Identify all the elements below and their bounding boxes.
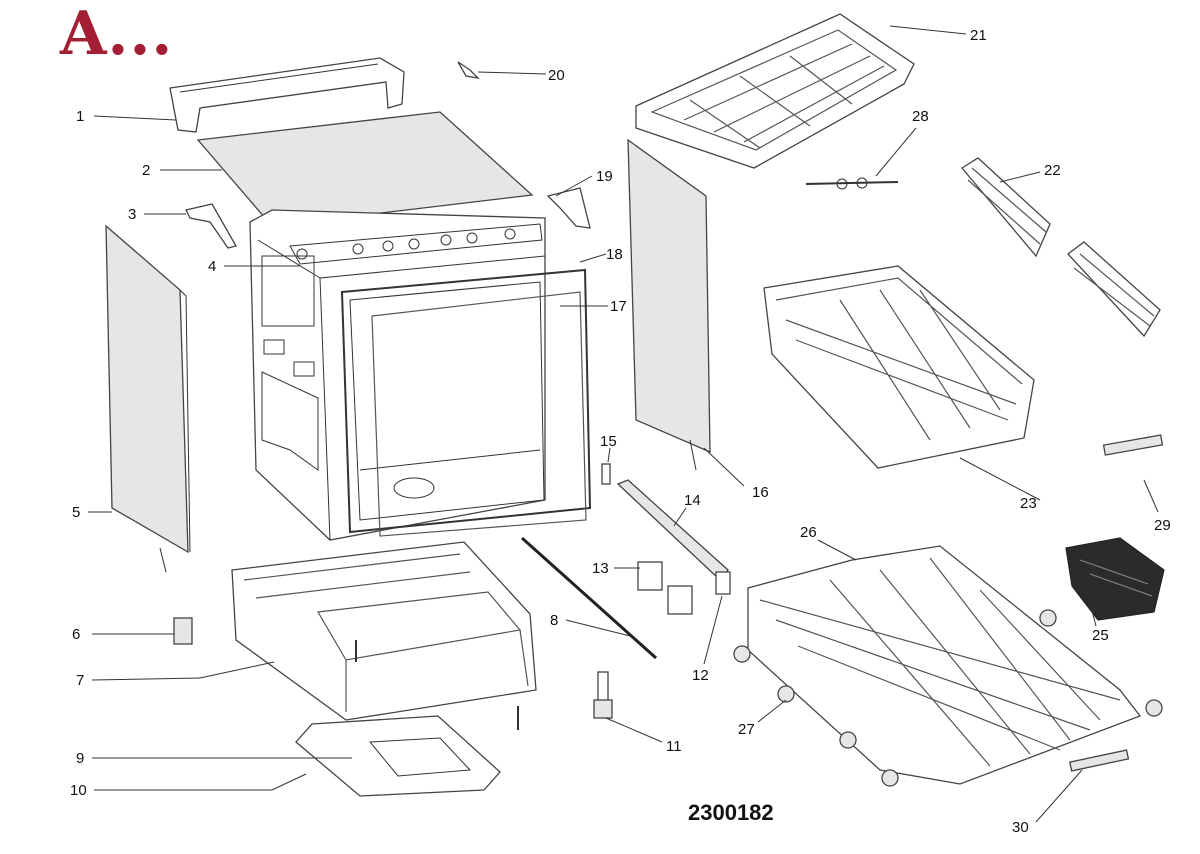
part-29-rail-strip [1102, 434, 1164, 456]
part-25-cutlery-basket [1065, 537, 1165, 621]
label-10: 10 [70, 782, 87, 799]
part-3-bracket [185, 203, 237, 249]
label-27: 27 [738, 721, 755, 738]
label-28: 28 [912, 108, 929, 125]
part-10-bottom-cover [295, 715, 501, 797]
label-22: 22 [1044, 162, 1061, 179]
label-29: 29 [1154, 517, 1171, 534]
part-13-hinge-plates [637, 561, 693, 615]
part-16-right-side-panel [627, 138, 711, 471]
label-9: 9 [76, 750, 84, 767]
part-5-left-side-panel [105, 224, 191, 573]
label-5: 5 [72, 504, 80, 521]
label-13: 13 [592, 560, 609, 577]
part-12-hinge-pin [715, 571, 731, 595]
diagram-code: 2300182 [688, 800, 774, 825]
label-14: 14 [684, 492, 701, 509]
part-14-hinge-arm [616, 479, 729, 581]
part-11-adjustable-foot [593, 671, 613, 719]
label-16: 16 [752, 484, 769, 501]
label-25: 25 [1092, 627, 1109, 644]
part-18-door-gasket [340, 268, 592, 534]
label-4: 4 [208, 258, 216, 275]
label-30: 30 [1012, 819, 1029, 836]
part-1-top-handle [169, 57, 405, 133]
label-3: 3 [128, 206, 136, 223]
label-12: 12 [692, 667, 709, 684]
part-20-clip [457, 61, 480, 79]
part-8-rod [520, 536, 658, 660]
part-27-basket-wheels [733, 609, 1163, 787]
part-30-rail-strip [1069, 749, 1130, 772]
label-17: 17 [610, 298, 627, 315]
label-6: 6 [72, 626, 80, 643]
part-15-screw [601, 463, 611, 485]
part-2-worktop-panel [196, 111, 534, 227]
part-21-top-cutlery-tray [635, 13, 915, 169]
part-22-cup-shelves [961, 157, 1161, 338]
label-26: 26 [800, 524, 817, 541]
label-18: 18 [606, 246, 623, 263]
label-19: 19 [596, 168, 613, 185]
part-number-labels: 1 2 3 4 5 6 7 8 9 10 11 12 13 14 15 16 1… [70, 27, 1171, 836]
part-23-upper-basket [763, 265, 1035, 469]
part-17-lower-seal [371, 291, 587, 537]
leader-lines [88, 25, 1159, 823]
label-11: 11 [666, 738, 682, 755]
dishwasher-tub-body [249, 209, 546, 541]
part-6-valve [173, 617, 193, 645]
label-15: 15 [600, 433, 617, 450]
label-20: 20 [548, 67, 565, 84]
label-23: 23 [1020, 495, 1037, 512]
label-8: 8 [550, 612, 558, 629]
part-7-base [231, 541, 537, 721]
label-7: 7 [76, 672, 84, 689]
label-1: 1 [76, 108, 84, 125]
label-2: 2 [142, 162, 150, 179]
part-28-rail-stop [805, 177, 899, 190]
label-21: 21 [970, 27, 987, 44]
part-19-bracket [546, 187, 591, 229]
brand-logo-text: A... [60, 0, 174, 69]
